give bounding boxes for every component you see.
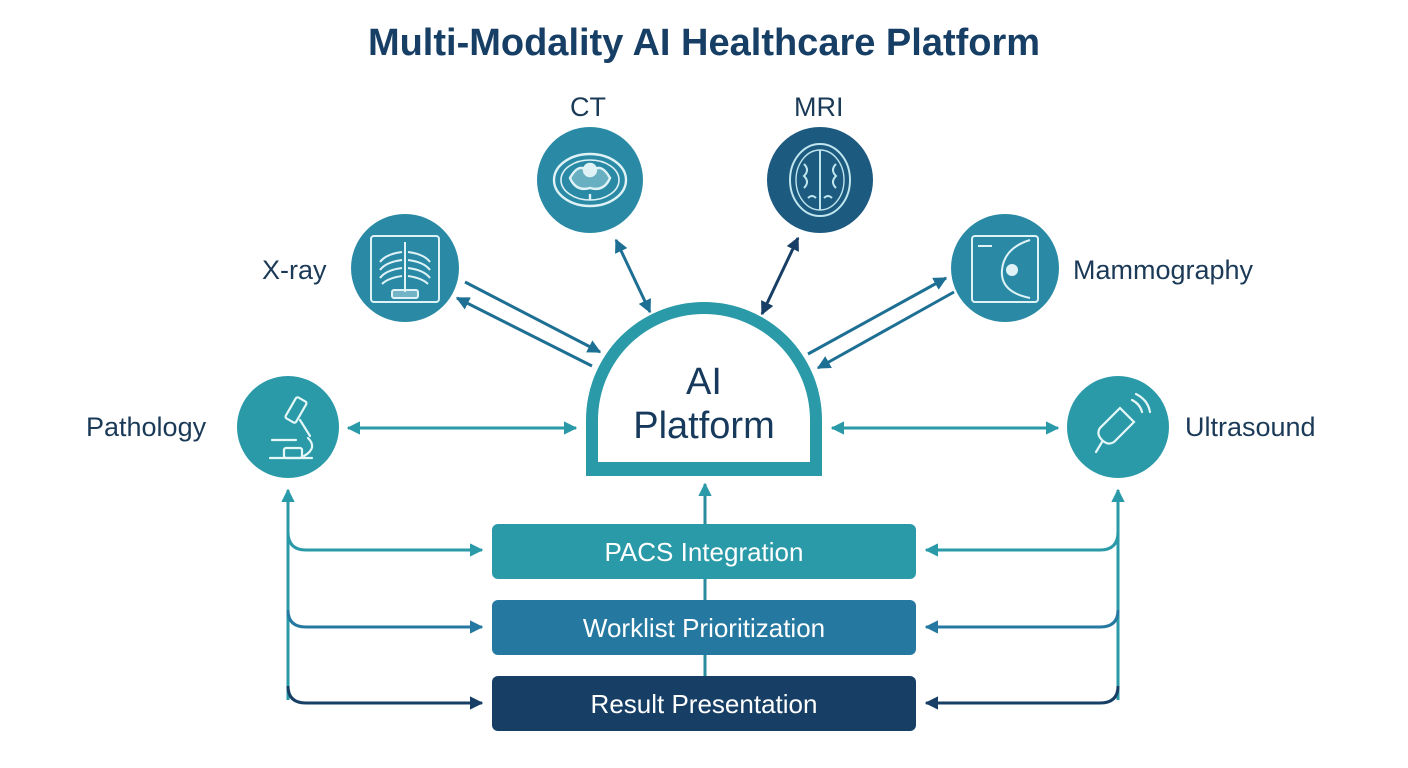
right-bus	[924, 488, 1125, 710]
result-bar-shape	[492, 676, 916, 731]
ultrasound-probe-icon	[1094, 392, 1152, 454]
microscope-icon	[268, 396, 314, 460]
pathology-node	[237, 376, 339, 478]
chest-xray-icon	[370, 235, 440, 303]
mammography-icon	[971, 235, 1039, 303]
ai-platform-label: AI Platform	[604, 360, 804, 448]
mri-label: MRI	[794, 92, 844, 122]
xray-node	[351, 214, 459, 322]
ai-platform-line2: Platform	[633, 405, 775, 447]
mammography-label: Mammography	[1073, 255, 1254, 285]
worklist-bar-shape	[492, 600, 916, 655]
mammography-outbound-arrow	[816, 290, 955, 370]
mri-node	[767, 127, 873, 233]
xray-outbound-arrow	[464, 280, 602, 354]
mri-link-arrow	[760, 236, 800, 316]
worklist-prioritization-bar: Worklist Prioritization	[582, 612, 826, 643]
ct-label: CT	[570, 92, 606, 122]
pathology-label: Pathology	[86, 412, 207, 442]
ct-link-arrow	[614, 238, 652, 314]
pacs-integration-bar: PACS Integration	[604, 536, 804, 567]
ai-platform-node	[586, 302, 822, 476]
left-bus	[281, 488, 484, 710]
ai-platform-line1: AI	[686, 361, 722, 403]
mammography-inbound-arrow	[807, 276, 948, 356]
ultrasound-label: Ultrasound	[1185, 412, 1316, 442]
result-presentation-bar: Result Presentation	[590, 688, 818, 719]
mammography-node	[951, 214, 1059, 322]
xray-inbound-arrow	[455, 296, 593, 368]
xray-label: X-ray	[262, 255, 327, 285]
pacs-bar-shape	[492, 524, 916, 579]
ct-node	[537, 127, 643, 233]
ultrasound-node	[1067, 376, 1169, 478]
ct-scan-icon	[552, 152, 628, 208]
diagram-title: Multi-Modality AI Healthcare Platform	[367, 22, 1041, 64]
brain-mri-icon	[789, 143, 851, 217]
